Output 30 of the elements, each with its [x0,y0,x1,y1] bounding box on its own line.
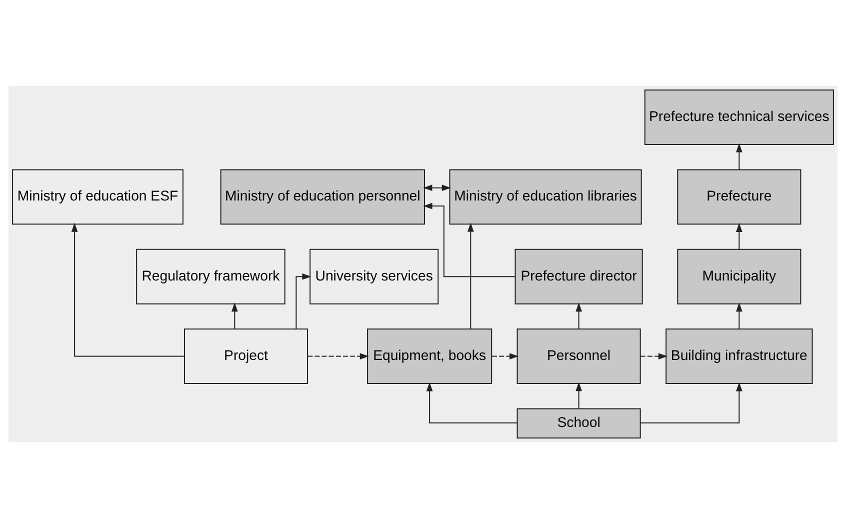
node-box: Prefecture technical services [644,90,834,145]
arrow [736,302,742,329]
node-box: Ministry of education ESF [12,169,184,225]
node-box: School [516,408,641,438]
arrow [71,222,184,357]
node-box: Ministry of education libraries [449,169,642,225]
arrow [308,353,369,360]
node-box: Equipment, books [367,328,492,384]
arrow [423,202,515,278]
arrow [426,382,518,424]
node-box: Municipality [677,248,802,304]
node-box: Ministry of education personnel [220,169,426,225]
node-box: Project [184,328,308,384]
arrow [736,222,742,250]
arrow [467,222,474,329]
arrow [576,382,582,408]
node-box: Prefecture [677,169,802,225]
node-box: Regulatory framework [136,248,286,304]
node-box: Building infrastructure [666,328,813,384]
arrow [640,382,742,424]
arrow [231,302,238,329]
arrow [736,143,742,170]
arrow [492,353,519,360]
node-box: Personnel [516,328,641,384]
arrow [640,353,668,360]
arrow [296,273,312,329]
node-box: University services [310,248,439,304]
arrow [423,184,451,192]
node-box: Prefecture director [514,248,643,304]
arrow [576,302,582,329]
